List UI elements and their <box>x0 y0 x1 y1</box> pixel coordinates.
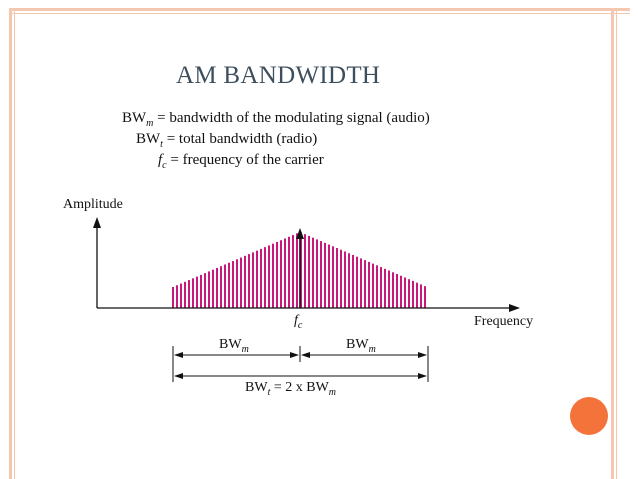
definition-bw-t: BWt = total bandwidth (radio) <box>136 131 317 150</box>
frame-line-left <box>9 8 12 479</box>
band-symbol: BW <box>346 337 369 352</box>
spectrum-lines <box>172 232 426 308</box>
right-band-label: BWm <box>346 337 376 355</box>
frame-line-right-inner <box>616 8 617 479</box>
frame-line-top <box>9 8 630 11</box>
band-subscript: m <box>368 343 376 355</box>
total-tail-subscript: m <box>328 386 337 398</box>
definition-text: = frequency of the carrier <box>170 152 324 168</box>
definition-subscript: t <box>160 139 163 150</box>
definition-symbol: BW <box>122 110 147 126</box>
definition-subscript: m <box>146 118 154 129</box>
definition-bw-m: BWm = bandwidth of the modulating signal… <box>122 110 430 129</box>
carrier-arrow <box>296 228 304 239</box>
left-band-label: BWm <box>219 337 249 355</box>
y-axis-arrow <box>93 217 101 228</box>
x-axis-label: Frequency <box>474 314 534 329</box>
band-subscript: m <box>241 343 249 355</box>
total-bandwidth-label: BWt = 2 x BWm <box>245 380 336 398</box>
y-axis-label: Amplitude <box>63 197 123 212</box>
carrier-symbol: f <box>294 313 298 328</box>
band-symbol: BW <box>219 337 242 352</box>
frame-line-left-inner <box>14 8 15 479</box>
total-symbol: BW <box>245 380 268 395</box>
carrier-subscript: c <box>297 319 303 331</box>
x-axis-arrow <box>509 304 520 312</box>
total-text: = 2 x BW <box>270 380 329 395</box>
definition-subscript: c <box>162 160 167 171</box>
dim-arrow <box>301 352 310 358</box>
total-subscript: t <box>267 386 271 398</box>
definition-symbol: f <box>158 152 163 168</box>
frame-line-top-inner <box>9 13 630 14</box>
slide-title: AM BANDWIDTH <box>176 62 381 89</box>
dim-arrow <box>174 352 183 358</box>
dim-arrow <box>174 373 183 379</box>
definition-fc: fc = frequency of the carrier <box>158 152 324 171</box>
dim-arrow <box>418 352 427 358</box>
frame-line-right <box>611 8 614 479</box>
definition-text: = bandwidth of the modulating signal (au… <box>157 110 430 126</box>
decorative-circle <box>570 397 608 435</box>
dim-arrow <box>418 373 427 379</box>
dim-arrow <box>290 352 299 358</box>
definition-symbol: BW <box>136 131 161 147</box>
carrier-label: fc <box>294 313 302 331</box>
definition-text: = total bandwidth (radio) <box>166 131 318 147</box>
